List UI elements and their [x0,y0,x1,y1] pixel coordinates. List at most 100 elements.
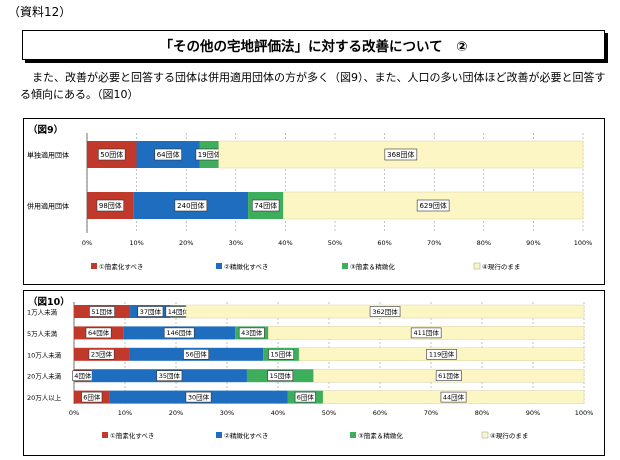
x-tick-label: 60% [373,409,387,417]
data-label-box [81,391,103,403]
x-tick-label: 30% [220,409,234,417]
data-label: 35団体 [159,371,181,380]
x-tick-label: 100% [574,239,593,247]
page-title-box: 「その他の宅地評価法」に対する改善について ② [22,30,605,60]
data-label: 146団体 [167,328,193,337]
data-label-box [416,199,450,212]
x-tick-label: 80% [475,409,489,417]
legend-label: ②精緻化すべき [224,262,268,271]
data-label: 15団体 [270,371,292,380]
data-label-box [410,327,442,339]
data-label: 240団体 [177,201,204,210]
x-tick-label: 30% [229,239,243,247]
x-tick-label: 10% [129,239,143,247]
data-label: 411団体 [413,328,439,337]
legend-label: ③簡素＆精緻化 [358,431,403,440]
x-tick-label: 90% [526,239,540,247]
data-label-box [174,199,208,212]
category-label: 1万人未満 [27,308,58,317]
legend-label: ④現行のまま [482,262,520,271]
data-label-box [426,348,457,360]
x-tick-label: 0% [82,239,92,247]
data-label-box [251,199,280,212]
data-label: 6団体 [297,392,315,401]
legend-label: ③簡素＆精緻化 [350,262,395,271]
x-tick-label: 60% [377,239,391,247]
data-label-box [156,370,183,381]
data-label: 74団体 [254,201,277,210]
data-label: 6団体 [83,392,101,401]
data-label-box [183,348,210,360]
x-tick-label: 20% [179,239,193,247]
data-label-box [96,199,125,212]
data-label-box [440,391,467,403]
data-label: 61団体 [438,371,460,380]
data-label-box [369,306,401,317]
category-label: 20万人以上 [27,393,62,402]
intro-paragraph: また、改善が必要と回答する団体は併用適用団体の方が多く（図9）、また、人口の多い… [20,69,610,103]
data-label-box [154,148,182,161]
legend-swatch [342,263,348,269]
data-label-box [88,348,115,360]
data-label: 368団体 [387,150,414,159]
data-label: 51団体 [91,307,113,316]
x-tick-label: 20% [169,409,183,417]
x-tick-label: 90% [526,409,540,417]
data-label-box [268,348,295,360]
data-label: 14団体 [168,307,190,316]
data-label-box [89,306,115,317]
intro-text: また、改善が必要と回答する団体は併用適用団体の方が多く（図9）、また、人口の多い… [20,71,606,101]
data-label: 43団体 [241,328,263,337]
data-label: 98団体 [99,201,122,210]
x-tick-label: 80% [477,239,491,247]
x-tick-label: 70% [427,239,441,247]
legend-swatch [216,263,222,269]
data-label: 23団体 [91,350,113,359]
x-tick-label: 40% [271,409,285,417]
category-label: 5万人未満 [27,329,58,338]
data-label-box [185,391,212,403]
legend-swatch [216,432,222,438]
category-label: 単独適用団体 [27,151,69,160]
data-label: 44団体 [443,392,465,401]
document-label: （資料12） [8,5,72,19]
legend-label: ②精緻化すべき [224,431,268,440]
chart-title: （図9） [28,125,64,136]
data-label-box [294,391,316,403]
x-tick-label: 50% [328,239,342,247]
x-tick-label: 0% [69,409,79,417]
page-title: 「その他の宅地評価法」に対する改善について ② [159,39,468,55]
data-label-box [435,370,462,381]
data-label-box [267,370,294,381]
data-label: 56団体 [185,350,207,359]
data-label: 19団体 [198,150,221,159]
legend-label: ④現行のまま [490,431,528,440]
data-label: 64団体 [157,150,180,159]
data-label: 64団体 [88,328,110,337]
data-label: 119団体 [429,350,455,359]
data-label: 15団体 [270,350,292,359]
legend-swatch [481,431,489,439]
legend-swatch [91,263,97,269]
legend-swatch [350,432,356,438]
x-tick-label: 100% [575,409,594,417]
data-label-box [137,306,164,317]
data-label-box [384,148,418,161]
data-label-box [238,327,265,339]
data-label: 50団体 [100,150,123,159]
data-label: 629団体 [419,201,446,210]
legend-label: ①簡素化すべき [99,262,143,271]
data-label-box [163,327,195,339]
category-label: 併用適用団体 [27,202,69,211]
category-label: 20万人未満 [27,372,62,381]
legend-label: ①簡素化すべき [110,431,154,440]
legend-swatch [473,262,481,270]
x-tick-label: 40% [278,239,292,247]
x-tick-label: 10% [118,409,132,417]
x-tick-label: 50% [322,409,336,417]
data-label: 37団体 [140,307,162,316]
data-label: 4団体 [74,371,92,380]
data-label: 30団体 [188,392,210,401]
